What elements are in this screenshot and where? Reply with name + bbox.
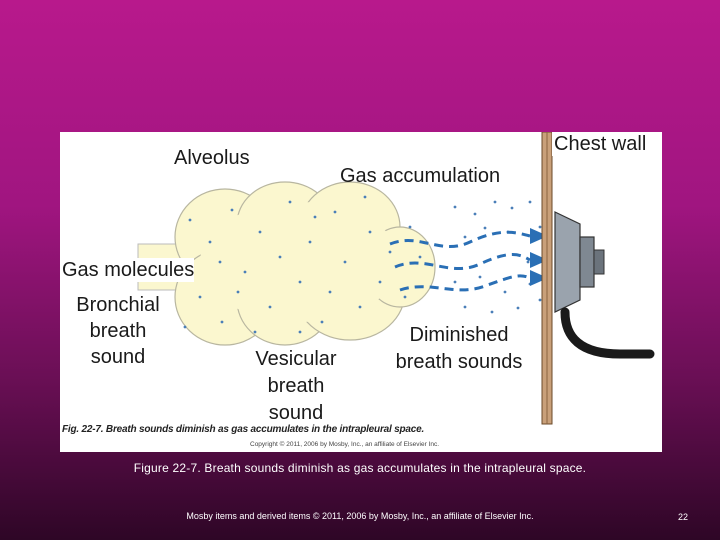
label-alveolus: Alveolus: [174, 146, 250, 170]
figure-copyright: Copyright © 2011, 2006 by Mosby, Inc., a…: [250, 441, 439, 448]
label-gas-molecules: Gas molecules: [62, 258, 194, 282]
label-bronchial-line-2: breath: [64, 318, 172, 344]
slide-caption: Figure 22-7. Breath sounds diminish as g…: [0, 461, 720, 475]
figure-image: Alveolus Gas accumulation Chest wall Gas…: [60, 132, 662, 452]
label-diminished-breath-sounds: Diminished breath sounds: [384, 322, 534, 376]
page-number: 22: [668, 512, 698, 522]
label-chest-wall: Chest wall: [552, 132, 648, 156]
alveolus-interior: [200, 202, 400, 322]
label-bronchial-line-3: sound: [64, 344, 172, 370]
stethoscope-icon: [555, 212, 650, 354]
label-vesicular-line-1: Vesicular: [246, 346, 346, 373]
figure-caption: Fig. 22-7. Breath sounds diminish as gas…: [62, 424, 424, 435]
label-gas-accumulation: Gas accumulation: [340, 164, 500, 188]
label-bronchial-line-1: Bronchial: [64, 292, 172, 318]
label-vesicular-line-2: breath: [246, 373, 346, 400]
label-diminished-line-1: Diminished: [384, 322, 534, 349]
label-diminished-line-2: breath sounds: [384, 349, 534, 376]
label-vesicular-breath-sound: Vesicular breath sound: [246, 346, 346, 427]
label-bronchial-breath-sound: Bronchial breath sound: [64, 292, 172, 370]
slide-footer: Mosby items and derived items © 2011, 20…: [0, 511, 720, 521]
label-vesicular-line-3: sound: [246, 400, 346, 427]
